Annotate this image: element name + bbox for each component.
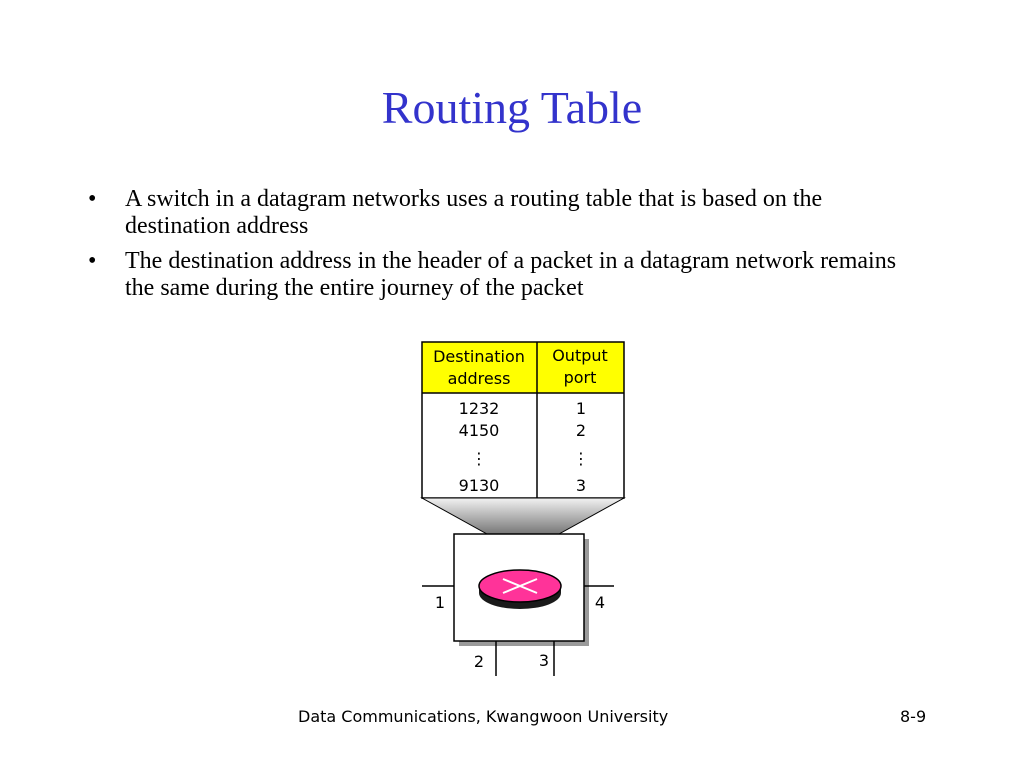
table-cell-port: 2 [576,421,586,440]
slide-title: Routing Table [381,82,643,133]
table-cell-address: 4150 [459,421,500,440]
header-output-line2: port [564,368,597,387]
switch-cross-line [502,578,538,594]
routing-table: Destination address Output port 1232 1 4… [421,341,625,499]
bullet-item: • The destination address in the header … [88,248,928,302]
port-label-4: 4 [595,593,605,612]
bullet-text: The destination address in the header of… [125,248,897,301]
table-header-background [422,342,624,393]
bullet-list: • A switch in a datagram networks uses a… [88,186,928,310]
header-output-line1: Output [552,346,608,365]
port-label-3: 3 [539,651,549,670]
footer-page-number: 8-9 [900,707,927,726]
bullet-text: A switch in a datagram networks uses a r… [125,186,823,239]
header-destination-line2: address [448,369,511,388]
table-cell-port: 3 [576,476,586,495]
header-destination-line1: Destination [433,347,525,366]
table-cell-port: 1 [576,399,586,418]
bullet-item: • A switch in a datagram networks uses a… [88,186,928,240]
routing-diagram: Destination address Output port 1232 1 4… [420,341,626,676]
bullet-marker: • [88,186,97,212]
table-cell-address: 1232 [459,399,500,418]
port-label-1: 1 [435,593,445,612]
table-cell-ellipsis: ⋮ [471,449,487,468]
table-cell-address: 9130 [459,476,500,495]
switch: 1 4 2 3 [422,533,614,676]
footer-course: Data Communications, Kwangwoon Universit… [298,707,669,726]
table-to-switch-connector [420,497,626,535]
routing-figure: Destination address Output port 1232 1 4… [400,330,640,680]
bullet-marker: • [88,248,97,274]
port-label-2: 2 [474,652,484,671]
table-cell-ellipsis: ⋮ [573,449,589,468]
